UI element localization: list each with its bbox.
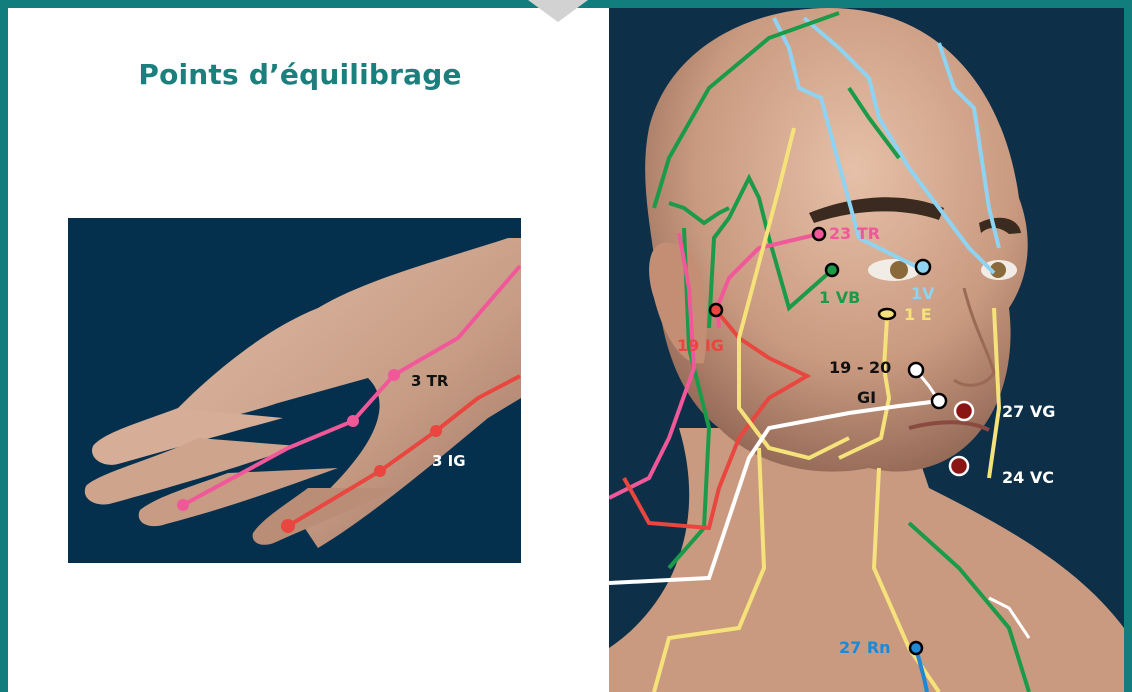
- hand-drawing: [68, 218, 521, 563]
- point-1v: [916, 260, 930, 274]
- head-label-23tr: 23 TR: [829, 224, 880, 243]
- point-1e: [879, 309, 895, 319]
- hand-illustration: 3 TR 3 IG: [68, 218, 521, 563]
- tr-point: [347, 415, 359, 427]
- top-notch-decoration: [528, 0, 588, 22]
- hand-label-3ig: 3 IG: [432, 452, 466, 470]
- hand-label-3tr: 3 TR: [411, 372, 448, 390]
- head-label-27vg: 27 VG: [1002, 402, 1055, 421]
- head-label-19ig: 19 IG: [677, 336, 724, 355]
- head-label-1v: 1V: [911, 284, 935, 303]
- head-label-24vc: 24 VC: [1002, 468, 1054, 487]
- head-illustration: 23 TR 1 VB 1V 1 E 19 IG 19 - 20 GI 27 VG…: [609, 8, 1124, 692]
- head-label-1vb: 1 VB: [819, 288, 860, 307]
- ig-point: [281, 519, 295, 533]
- point-19-20gi: [909, 363, 923, 377]
- point-27vg: [955, 402, 973, 420]
- point-27rn: [910, 642, 922, 654]
- left-iris: [890, 261, 908, 279]
- point-19ig: [710, 304, 722, 316]
- point-gi: [932, 394, 946, 408]
- tr-point: [388, 369, 400, 381]
- head-label-19-20: 19 - 20: [829, 358, 891, 377]
- point-24vc: [950, 457, 968, 475]
- tr-point: [177, 499, 189, 511]
- page-title: Points d’équilibrage: [100, 58, 500, 91]
- head-label-27rn: 27 Rn: [839, 638, 891, 657]
- head-label-1e: 1 E: [904, 305, 932, 324]
- point-1vb: [826, 264, 838, 276]
- ig-point: [374, 465, 386, 477]
- head-label-gi: GI: [857, 388, 876, 407]
- point-23tr: [813, 228, 825, 240]
- ig-point: [430, 425, 442, 437]
